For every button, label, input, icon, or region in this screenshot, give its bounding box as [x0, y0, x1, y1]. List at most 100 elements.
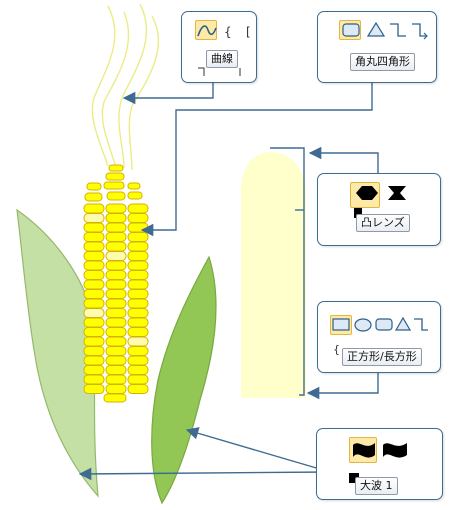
corn-kernel: [83, 279, 105, 290]
corn-kernel: [105, 327, 127, 337]
shape-toolbar-icons[interactable]: [320, 18, 432, 48]
oval-icon: [354, 318, 372, 332]
corn-kernel: [127, 279, 149, 290]
corn-kernel: [105, 260, 127, 271]
cob-bracket: [270, 147, 305, 396]
convex-lens-arrow-top: [308, 146, 379, 173]
wave-icon: [353, 443, 375, 458]
corn-kernel: [127, 346, 149, 356]
rounded-rectangle-tooltip: 角丸四角形: [350, 53, 415, 71]
connector-lines: [78, 83, 379, 481]
corn-kernel: [127, 213, 149, 223]
curve-tooltip: 曲線: [206, 50, 238, 68]
corn-kernel: [103, 393, 127, 403]
corn-kernel: [105, 270, 127, 280]
curve-callout: { [ 曲線: [181, 11, 257, 83]
corn-kernel: [127, 251, 149, 261]
corn-kernel: [105, 384, 127, 394]
wave-callout: 大波 1: [316, 428, 443, 500]
wave-tooltip: 大波 1: [355, 477, 398, 495]
corn-kernel: [105, 213, 127, 223]
silk-curves: [91, 3, 160, 171]
convex-lens-callout: 凸レンズ: [317, 173, 441, 246]
corn-kernel: [83, 384, 105, 394]
basic-shapes-toolbar-icons[interactable]: {: [320, 313, 440, 361]
left-husk-leaf: [16, 208, 99, 498]
corn-kernel: [127, 374, 149, 385]
corn-kernel: [83, 355, 105, 366]
curve-icon[interactable]: { [: [184, 18, 256, 48]
corn-kernel: [127, 298, 149, 309]
corn-kernel: [83, 213, 105, 223]
rounded-rectangle-callout: 角丸四角形: [317, 11, 437, 83]
rounded-rectangle-arrow: [140, 83, 373, 237]
corn-kernel: [127, 355, 149, 366]
corn-kernel: [83, 327, 105, 337]
corn-kernel: [105, 308, 127, 318]
wave-arrow-right-leaf: [185, 427, 331, 473]
rounded-rectangle-icon: [342, 23, 360, 37]
rectangle-icon: [332, 318, 350, 331]
corn-kernel: [83, 298, 105, 309]
triangle-icon-small: [394, 316, 412, 331]
corn-kernel: [103, 181, 125, 190]
corn-kernel: [105, 289, 127, 299]
corn-kernel: [83, 289, 105, 299]
corn-kernel: [127, 384, 149, 394]
elbow-connector-icon: [390, 23, 406, 37]
partial-toolbar-icons: [198, 67, 241, 76]
corn-kernel: [83, 374, 105, 385]
right-husk-leaf: [151, 255, 217, 505]
corn-kernel: [127, 317, 149, 328]
corn-kernel: [127, 260, 149, 271]
corn-kernel: [105, 279, 127, 290]
convex-lens-icon: [356, 186, 378, 200]
rectangle-arrow: [306, 372, 379, 400]
corn-kernel: [106, 191, 126, 201]
corn-kernel: [105, 172, 125, 181]
corn-kernel: [127, 241, 149, 252]
corn-kernel: [83, 346, 105, 356]
corn-kernel: [127, 327, 149, 337]
corn-kernels: [83, 164, 149, 403]
concave-shape-icon: [388, 186, 406, 200]
corn-kernel: [105, 336, 127, 347]
corn-kernel: [83, 232, 105, 242]
corn-kernel: [127, 365, 149, 375]
svg-text:{: {: [224, 25, 232, 39]
elbow-connector-icon-small: [414, 318, 428, 331]
svg-text:{: {: [333, 343, 340, 356]
corn-kernel: [127, 182, 141, 190]
corn-kernel: [127, 308, 149, 318]
corn-kernel: [105, 232, 127, 242]
corn-kernel: [105, 203, 127, 214]
corn-kernel: [105, 222, 127, 233]
corn-kernel: [83, 336, 105, 347]
corn-kernel: [105, 251, 127, 261]
corn-kernel: [105, 298, 127, 309]
corn-kernel: [83, 222, 105, 233]
corn-kernel: [105, 365, 127, 375]
corn-kernel: [108, 164, 124, 172]
corn-kernel: [83, 203, 105, 214]
corn-kernel: [83, 260, 105, 271]
corn-kernel: [83, 308, 105, 318]
corn-kernel: [127, 191, 143, 200]
corn-kernel: [105, 317, 127, 328]
corn-kernel: [83, 317, 105, 328]
corn-kernel: [86, 182, 102, 191]
lens-toolbar-icons[interactable]: [320, 180, 440, 220]
corn-kernel: [127, 289, 149, 299]
rounded-rectangle-icon-small: [375, 318, 393, 331]
wave-toolbar-icons[interactable]: [319, 435, 443, 485]
corn-kernel: [83, 270, 105, 280]
elbow-arrow-connector-icon: [412, 23, 426, 37]
corn-kernel: [127, 203, 149, 214]
corn-kernel: [83, 251, 105, 261]
corn-kernel: [83, 241, 105, 252]
corn-kernel: [127, 270, 149, 280]
curve-arrow: [122, 83, 214, 105]
corn-kernel: [84, 192, 103, 202]
corn-kernel: [105, 346, 127, 356]
